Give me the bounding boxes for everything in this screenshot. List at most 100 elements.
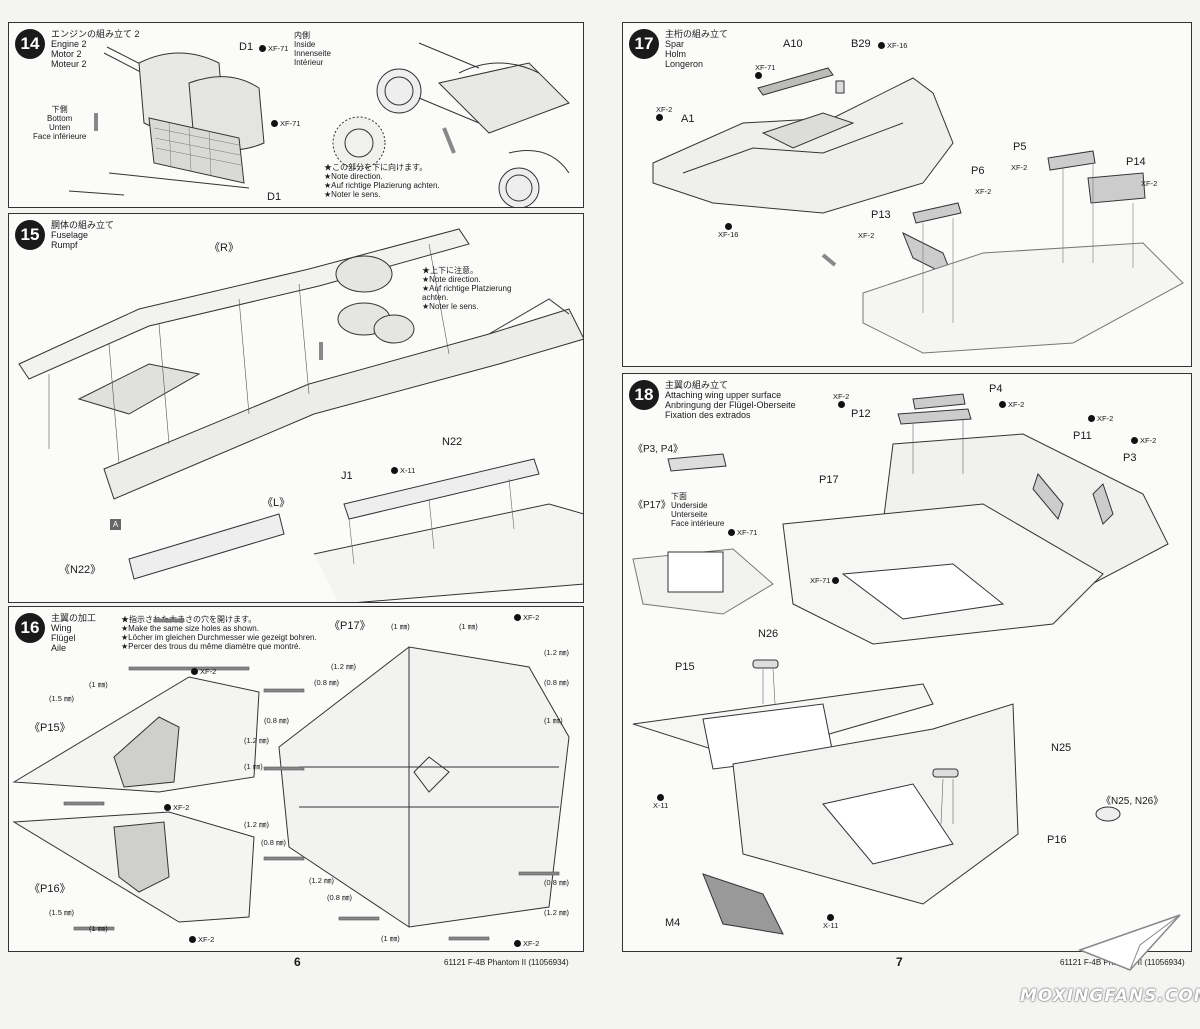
paint-callout: XF-2 [514,939,539,948]
hole-size: (1 ㎜) [391,622,410,631]
paint-dot-icon [656,114,663,121]
hole-size: (0.8 ㎜) [261,838,287,847]
inside-note: 内側 Inside Innenseite Intérieur [294,31,331,67]
fuselage-diagram [18,228,583,602]
spar-diagram [652,67,1184,354]
hole-size: (1.2 ㎜) [544,648,570,657]
hole-size: (1.2 ㎜) [244,820,270,829]
paint-dot-icon [827,914,835,921]
hole-size: (1.5 ㎜) [49,908,75,917]
p3-label: P3 [1123,452,1137,464]
p17-label: P17 [819,474,839,486]
paint-callout: XF-16 [878,41,907,50]
wing-assembly-diagram [632,393,1169,935]
direction-note: ★上下に注意。 ★Note direction. ★Auf richtige P… [422,266,512,311]
bottom-note: 下側 Bottom Unten Face inférieure [33,105,87,141]
a10-label: A10 [783,38,803,50]
hole-size: (1 ㎜) [381,934,400,943]
p16-label: 《P16》 [29,883,71,895]
b29-label: B29 [851,38,871,50]
n25-label: N25 [1051,742,1072,754]
step-18-panel: 18 主翼の組み立て Attaching wing upper surface … [622,373,1192,952]
step-number: 15 [15,220,45,250]
paint-dot-icon [1088,415,1095,422]
watermark-text: MOXINGFANS.COM [1020,986,1200,1006]
paint-dot-icon [164,804,171,811]
paint-dot-icon [189,936,196,943]
m4-label: M4 [665,917,681,929]
step-15-panel: 15 胴体の組み立て Fuselage Rumpf [8,213,584,603]
l-label: 《L》 [262,497,291,509]
paint-dot-icon [191,668,198,675]
p4-label: P4 [989,383,1003,395]
wing-drilling-diagram [12,618,570,941]
r-label: 《R》 [209,242,239,254]
j1-label: J1 [341,470,353,482]
p13-label: P13 [871,209,891,221]
paint-dot-icon [724,223,732,230]
step-16-panel: 16 主翼の加工 Wing Flügel Aile ★指示された大きさの穴を開け… [8,606,584,952]
p14-label: P14 [1126,156,1146,168]
hole-size: (0.8 ㎜) [544,678,570,687]
paint-dot-icon [728,529,735,536]
engine-diagram [68,42,570,207]
page-number-right: 7 [896,955,903,969]
p15-label: 《P15》 [29,722,71,734]
step-number: 16 [15,613,45,643]
underside-note: 下面 Underside Unterseite Face intérieure [671,492,725,528]
hole-size: (1.2 ㎜) [244,736,270,745]
d1-bottom-label: D1 [267,191,282,203]
paint-dot-icon [391,467,398,474]
paint-callout: XF-2 [1011,163,1028,172]
step-title: 主翼の加工 Wing Flügel Aile [51,613,97,653]
d1-top-label: D1 [239,41,254,53]
hole-size: (1 ㎜) [244,762,263,771]
paint-callout: XF-71 [810,576,840,585]
hole-size: (1 ㎜) [89,924,108,933]
paint-callout: XF-2 [1141,179,1158,188]
hole-size: (1.2 ㎜) [309,876,335,885]
step-14-panel: 14 エンジンの組み立て 2 Engine 2 Motor 2 Moteur 2 [8,22,584,208]
paint-callout: X-11 [653,794,668,810]
step-number: 14 [15,29,45,59]
direction-note: ★この部分を下に向けます。 ★Note direction. ★Auf rich… [324,163,440,199]
step-number: 17 [629,29,659,59]
paint-dot-icon [837,401,845,408]
step-title: 胴体の組み立て Fuselage Rumpf [51,220,115,250]
page-number-left: 6 [294,955,301,969]
paint-dot-icon [832,577,840,584]
paint-callout: XF-16 [718,223,738,239]
paint-dot-icon [1131,437,1138,444]
paint-callout: XF-71 [728,528,757,537]
n22-label: N22 [442,436,463,448]
paint-callout: X-11 [823,914,838,930]
p12-label: P12 [851,408,871,420]
paint-callout: XF-71 [259,44,288,53]
p17-detail-label: 《P17》 [633,500,671,511]
step-title: エンジンの組み立て 2 Engine 2 Motor 2 Moteur 2 [51,29,140,69]
hole-size: (1.2 ㎜) [331,662,357,671]
paint-callout: XF-2 [514,613,539,622]
paint-callout: XF-2 [656,105,672,121]
p15-label: P15 [675,661,695,673]
paint-callout: XF-2 [191,667,216,676]
hole-size: (1.5 ㎜) [49,694,75,703]
paint-callout: XF-2 [164,803,189,812]
paint-callout: XF-2 [1131,436,1156,445]
paint-callout: XF-2 [975,187,992,196]
paint-callout: XF-71 [271,119,300,128]
product-code-left: 61121 F-4B Phantom II (11056934) [444,958,569,967]
n22-sub-label: 《N22》 [59,564,102,576]
p11-label: P11 [1073,430,1092,442]
hole-size: (1 ㎜) [459,622,478,631]
step-number: 18 [629,380,659,410]
hole-size: (1 ㎜) [544,716,563,725]
paint-callout: XF-2 [1088,414,1113,423]
p16-label: P16 [1047,834,1067,846]
paint-callout: X-11 [391,466,415,475]
n26-label: N26 [758,628,779,640]
p6-label: P6 [971,165,985,177]
paint-dot-icon [878,42,885,49]
hole-size: (0.8 ㎜) [327,893,353,902]
hole-size: (0.8 ㎜) [314,678,340,687]
